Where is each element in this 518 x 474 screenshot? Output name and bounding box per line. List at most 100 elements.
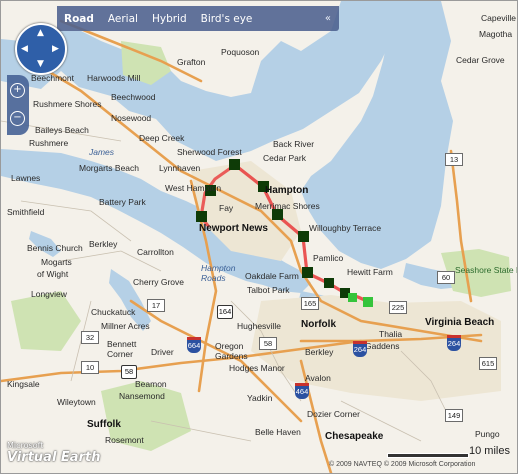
waypoint-marker[interactable] bbox=[205, 185, 216, 196]
city-label-virginia-beach: Virginia Beach bbox=[425, 317, 495, 328]
waypoint-marker[interactable] bbox=[302, 267, 313, 278]
place-label: Nansemond bbox=[119, 391, 165, 401]
route-shield: 10 bbox=[81, 361, 99, 374]
place-label: Bennis Church bbox=[27, 243, 83, 253]
pan-west-icon[interactable]: ◀ bbox=[21, 44, 28, 54]
route-shield: 264 bbox=[447, 335, 461, 351]
place-label: Driver bbox=[151, 347, 174, 357]
place-label: Smithfield bbox=[7, 207, 45, 217]
waypoint-marker[interactable] bbox=[340, 288, 350, 298]
waypoint-marker[interactable] bbox=[363, 297, 373, 307]
place-label: Deep Creek bbox=[139, 133, 185, 143]
place-label: Avalon bbox=[305, 373, 331, 383]
compass-pan-icon[interactable]: ▲ ▼ ◀ ▶ bbox=[15, 23, 67, 75]
map-style-aerial-button[interactable]: Aerial bbox=[107, 12, 138, 25]
pan-east-icon[interactable]: ▶ bbox=[52, 44, 59, 54]
place-label: Lynnhaven bbox=[159, 163, 201, 173]
waypoint-marker[interactable] bbox=[272, 209, 283, 220]
logo-line-2: Virtual Earth bbox=[7, 450, 101, 465]
place-label: Thalia bbox=[379, 329, 403, 339]
place-label: Millner Acres bbox=[101, 321, 150, 331]
scale-label: 10 miles bbox=[469, 445, 510, 457]
city-label-suffolk: Suffolk bbox=[87, 419, 121, 430]
place-label: Rushmere Shores bbox=[33, 99, 102, 109]
road-minor bbox=[60, 250, 162, 272]
waypoint-marker[interactable] bbox=[324, 278, 334, 288]
city-label-chesapeake: Chesapeake bbox=[325, 431, 384, 442]
pan-north-icon[interactable]: ▲ bbox=[37, 28, 44, 38]
route-shield: 225 bbox=[389, 301, 407, 314]
park-north bbox=[121, 41, 171, 85]
map-style-birdseye-button[interactable]: Bird's eye bbox=[200, 12, 253, 25]
zoom-in-icon[interactable]: + bbox=[10, 83, 25, 98]
virtual-earth-logo: Microsoft Virtual Earth bbox=[7, 441, 100, 465]
place-label: Gaddens bbox=[365, 341, 400, 351]
place-label: Pungo bbox=[475, 429, 500, 439]
park-label: Seashore State Park bbox=[455, 265, 517, 275]
route-shield: 17 bbox=[147, 299, 165, 312]
place-label: Pamlico bbox=[313, 253, 344, 263]
urban-norfolk bbox=[251, 295, 501, 401]
park-seashore bbox=[441, 249, 511, 297]
place-label: Wileytown bbox=[57, 397, 96, 407]
toolbar-collapse-button[interactable]: « bbox=[324, 13, 331, 24]
waypoint-marker[interactable] bbox=[196, 211, 207, 222]
city-label-norfolk: Norfolk bbox=[301, 319, 336, 330]
place-label: Carrollton bbox=[137, 247, 174, 257]
road-minor bbox=[150, 420, 252, 442]
route-shield: 60 bbox=[437, 271, 455, 284]
place-label: Fay bbox=[219, 203, 234, 213]
highway-us17 bbox=[129, 299, 303, 423]
place-label: Capeville bbox=[481, 13, 516, 23]
place-label: Cedar Park bbox=[263, 153, 306, 163]
urban-peninsula bbox=[191, 161, 301, 261]
place-label: Grafton bbox=[177, 57, 206, 67]
park-west bbox=[11, 291, 81, 351]
place-label: Rushmere bbox=[29, 138, 69, 148]
logo-line-1: Microsoft bbox=[7, 441, 44, 450]
place-label: Lawnes bbox=[11, 173, 41, 183]
route-shield: 664 bbox=[187, 337, 201, 353]
place-label: Cedar Grove bbox=[456, 55, 505, 65]
place-label: Beechmont bbox=[31, 73, 74, 83]
highway-north bbox=[59, 19, 203, 83]
place-label: Nosewood bbox=[111, 113, 152, 123]
route-shield: 32 bbox=[81, 331, 99, 344]
waypoint-marker[interactable] bbox=[229, 159, 240, 170]
place-label: Willoughby Terrace bbox=[309, 223, 382, 233]
route-shield: 464 bbox=[295, 383, 309, 399]
place-label: Beechwood bbox=[111, 92, 156, 102]
place-label: Belle Haven bbox=[255, 427, 301, 437]
place-label: Sherwood Forest bbox=[177, 147, 242, 157]
zoom-control: + − bbox=[7, 75, 29, 135]
place-label: Magotha bbox=[479, 29, 513, 39]
place-label: Back River bbox=[273, 139, 315, 149]
road-minor bbox=[230, 300, 302, 402]
place-label: Poquoson bbox=[221, 47, 260, 57]
zoom-out-icon[interactable]: − bbox=[10, 111, 25, 126]
water-james-river bbox=[1, 149, 311, 293]
water-label: James bbox=[89, 147, 115, 157]
pan-south-icon[interactable]: ▼ bbox=[37, 59, 44, 69]
place-label: Berkley bbox=[305, 347, 334, 357]
waypoint-marker[interactable] bbox=[348, 293, 357, 302]
route-shield: 58 bbox=[121, 365, 137, 379]
place-label: Dozier Corner bbox=[307, 409, 360, 419]
park-south bbox=[101, 381, 191, 451]
water-nansemond bbox=[109, 269, 151, 331]
waypoint-marker[interactable] bbox=[298, 231, 309, 242]
map-style-hybrid-button[interactable]: Hybrid bbox=[151, 12, 187, 25]
place-label: Hewitt Farm bbox=[347, 267, 393, 277]
waypoint-marker[interactable] bbox=[258, 181, 269, 192]
water-pagan bbox=[29, 231, 61, 257]
place-label: Chuckatuck bbox=[91, 307, 136, 317]
map-style-road-button[interactable]: Road bbox=[64, 12, 94, 25]
route-shield: 58 bbox=[259, 337, 277, 350]
highway-east bbox=[449, 149, 473, 303]
place-label: Beamon bbox=[135, 379, 167, 389]
place-label: Baileys Beach bbox=[35, 125, 89, 135]
copyright-text: © 2009 NAVTEQ © 2009 Microsoft Corporati… bbox=[329, 461, 476, 468]
place-label: Bennett Corner bbox=[107, 339, 137, 359]
